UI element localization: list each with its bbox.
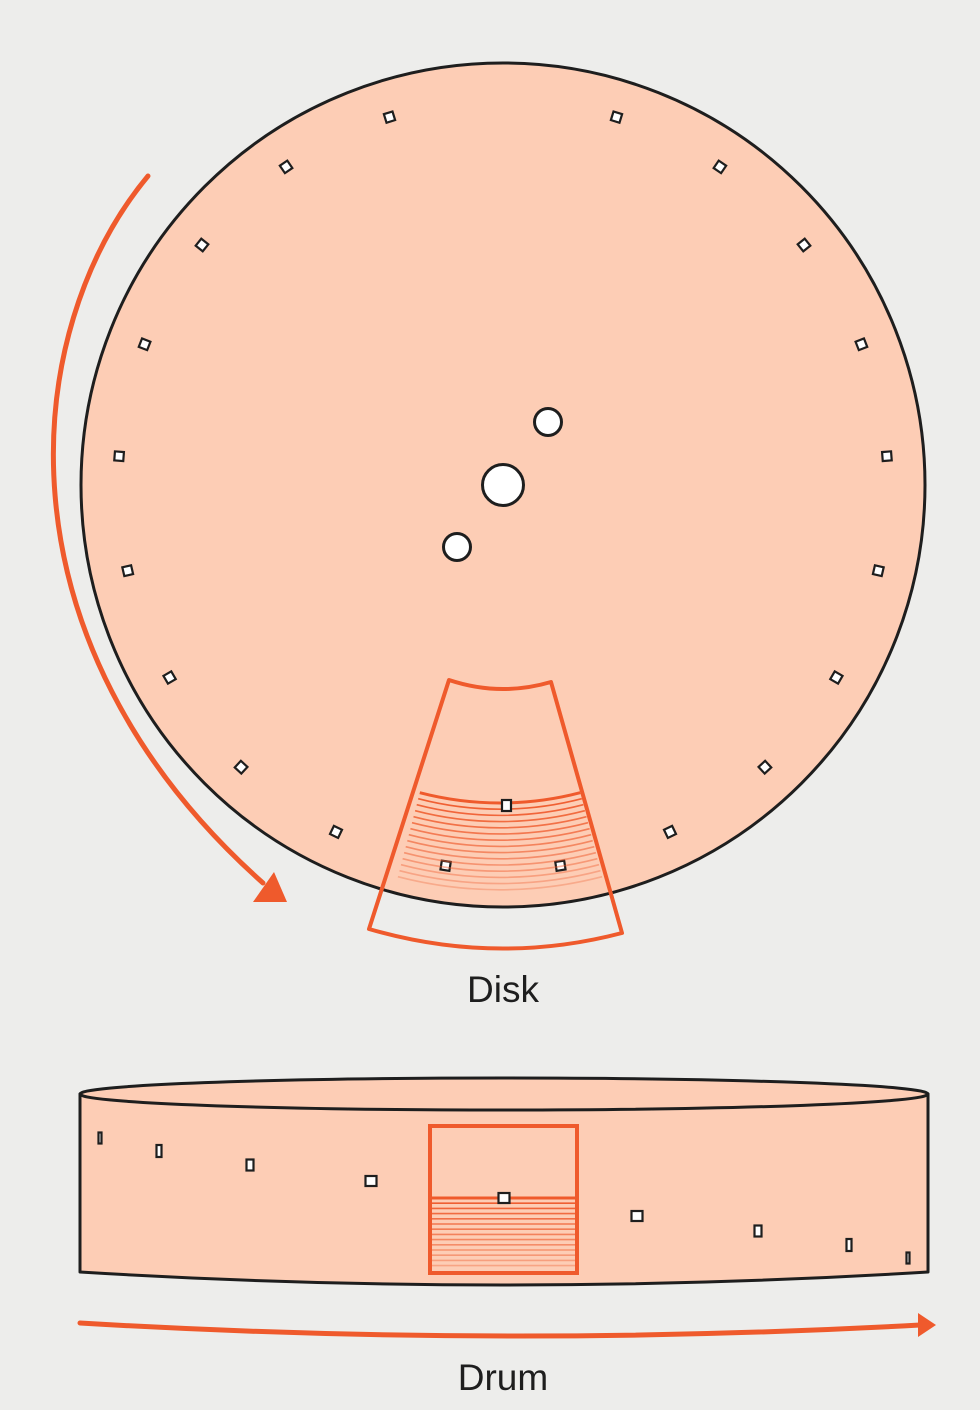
disk-read-head-window [367,678,624,951]
drive-hole-lower [442,532,472,562]
rotation-arrow-icon [77,1313,936,1339]
disk-rim-marker [382,110,397,125]
drum-markers [97,1131,911,1265]
disk-track-line [403,851,597,866]
disk-head-marker [500,798,513,813]
disk-group [50,61,927,951]
disk-rim-marker [113,450,126,463]
disk-rim-marker [120,563,135,578]
disk-track-line [400,863,600,879]
disk-rim-markers [113,110,893,873]
disk-rim-marker [796,237,812,253]
drum-label: Drum [457,1357,549,1398]
drive-hole-upper [533,407,563,437]
drum-marker [364,1174,378,1188]
disk-rim-marker [871,563,886,578]
disk-rim-marker [756,759,773,776]
disk-label: Disk [467,969,539,1010]
disk-track-line [413,815,587,829]
disk-rim-marker [137,337,152,352]
drum-marker [497,1191,511,1205]
disk-rim-marker [554,859,567,873]
disk-track-line [414,809,586,823]
disk-rim-marker [328,824,344,840]
disk-rim-marker [609,110,624,125]
disk-rim-marker [194,237,210,253]
disk-track-line [410,827,590,841]
drum-body [78,1092,930,1287]
drum-marker [630,1209,644,1223]
disk-rim-marker [880,450,893,463]
disk-rim-marker [161,669,178,686]
disk-track-line [407,839,593,854]
disk-center-holes [442,407,563,562]
disk-rim-marker [854,337,869,352]
drum-marker [245,1158,255,1172]
disk-rim-marker [662,824,678,840]
disk-track-line [405,845,595,860]
drum-marker [845,1237,853,1253]
disk-rim-marker [828,669,845,686]
drum-marker [97,1131,103,1145]
drum-marker [905,1251,911,1265]
disk-track-line [399,869,601,885]
disk-rim-marker [278,159,294,175]
spindle-hole [481,463,525,507]
disk-track-line [416,803,584,817]
drum-read-head-window [428,1124,579,1275]
disk-rim-marker [233,759,250,776]
disk-track-line [411,821,589,835]
disk-track-line [419,791,581,805]
drum-marker [155,1143,163,1159]
disk-track-line [397,875,603,891]
disk-track-line [417,797,583,810]
disk-track-line [408,833,592,848]
drum-group [77,1076,936,1339]
drum-top-rim [78,1076,930,1112]
disk-track-band [397,791,603,891]
drum-marker [753,1224,763,1238]
rotation-arrow-icon [50,173,287,902]
disk-track-line [402,857,598,872]
disk-rim-marker [712,159,728,175]
